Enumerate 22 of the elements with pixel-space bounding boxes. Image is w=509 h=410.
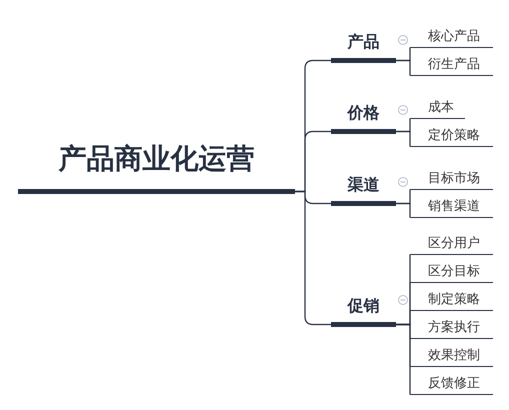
leaf-topic: 效果控制 [410,343,493,367]
connector-line [396,324,411,394]
connector-line [396,130,411,146]
branch-topic: 渠道 [331,170,396,206]
root-topic: 产品商业化运营 [18,128,295,194]
branch-topic: 促销 [331,291,396,327]
leaf-topic: 区分用户 [410,231,493,255]
leaf-topic: 衍生产品 [410,52,493,76]
leaf-topic: 目标市场 [410,166,493,190]
branch-topic: 产品 [331,27,396,63]
connector-line [396,202,411,218]
leaf-topic: 成本 [410,95,465,119]
leaf-topic: 制定策略 [410,287,493,311]
connector-line [295,190,331,326]
branch-topic: 价格 [331,98,396,134]
leaf-topic: 定价策略 [410,123,493,147]
leaf-topic: 核心产品 [410,24,493,48]
leaf-topic: 区分目标 [410,259,493,283]
leaf-topic: 销售渠道 [410,194,493,218]
leaf-topic: 反馈修正 [410,371,493,395]
leaf-topic: 方案执行 [410,315,493,339]
connector-line [396,60,411,76]
